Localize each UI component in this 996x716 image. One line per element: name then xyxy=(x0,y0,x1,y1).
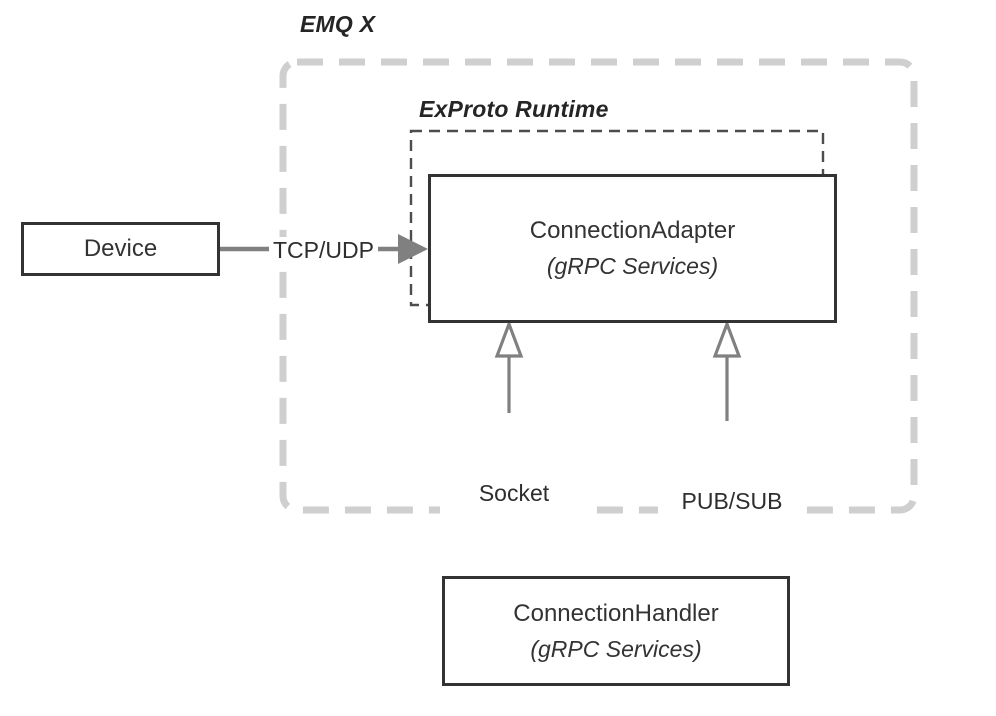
device-to-adapter-arrowhead xyxy=(398,234,428,264)
pubsub-channel-arrowhead-up xyxy=(712,319,742,358)
exproto-runtime-group-title: ExProto Runtime xyxy=(419,96,609,122)
edge-label-tcp-udp: TCP/UDP xyxy=(269,237,378,264)
node-connection-handler-sublabel: (gRPC Services) xyxy=(530,635,702,662)
socket-channel-arrowhead-up xyxy=(494,319,524,358)
node-device[interactable]: Device xyxy=(21,222,220,276)
node-connection-handler[interactable]: ConnectionHandler (gRPC Services) xyxy=(442,576,790,686)
edge-label-pubsub-line1: PUB/SUB xyxy=(681,488,783,515)
emqx-group-title: EMQ X xyxy=(300,11,376,37)
node-device-label: Device xyxy=(83,235,158,262)
node-connection-adapter-sublabel: (gRPC Services) xyxy=(546,253,719,279)
edge-label-socket-line1: Socket xyxy=(478,480,550,507)
node-connection-adapter-label: ConnectionAdapter xyxy=(529,217,736,244)
emqx-boundary xyxy=(279,58,918,514)
node-connection-handler-label: ConnectionHandler xyxy=(513,599,719,627)
node-connection-adapter[interactable]: ConnectionAdapter (gRPC Services) xyxy=(428,174,837,323)
